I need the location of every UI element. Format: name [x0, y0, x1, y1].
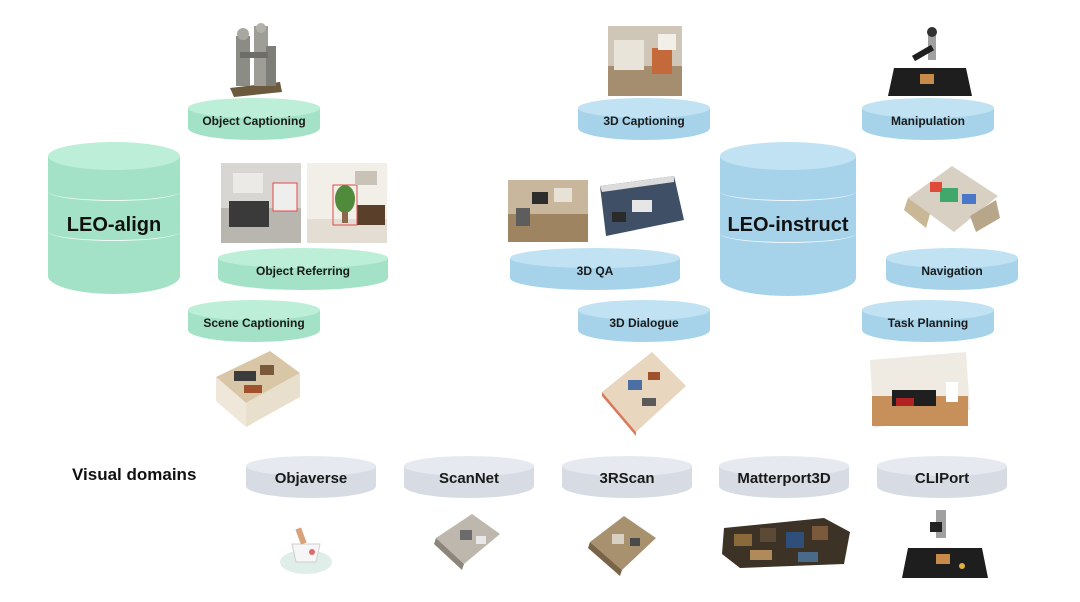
task-planning-room-image [870, 352, 970, 428]
room-plant-photo [307, 163, 387, 243]
matterport3d-house-image [722, 518, 850, 568]
navigation-house-map-image [904, 166, 1000, 232]
task-manipulation: Manipulation [862, 98, 994, 140]
robot-arm-manipulation-image [888, 27, 972, 96]
task-object-captioning: Object Captioning [188, 98, 320, 140]
task-task-planning: Task Planning [862, 300, 994, 342]
domain-scannet: ScanNet [404, 456, 534, 498]
task-label: Task Planning [887, 316, 969, 330]
domain-matterport3d: Matterport3D [719, 456, 849, 498]
task-label: Manipulation [891, 114, 965, 128]
domain-label: ScanNet [438, 470, 500, 487]
scannet-scene-image [434, 514, 500, 570]
task-label: 3D Dialogue [609, 316, 679, 330]
domain-label: Matterport3D [737, 470, 831, 487]
task-label: Scene Captioning [203, 316, 305, 330]
domain-3rscan: 3RScan [562, 456, 692, 498]
task-3d-captioning: 3D Captioning [578, 98, 710, 140]
task-object-referring: Object Referring [218, 248, 388, 290]
domain-label: 3RScan [599, 470, 655, 487]
domain-label: Objaverse [274, 470, 348, 487]
task-navigation: Navigation [886, 248, 1018, 290]
task-label: 3D Captioning [603, 114, 685, 128]
3d-captioning-scene-image [608, 26, 682, 96]
objaverse-object-image [280, 527, 332, 574]
task-label: Object Referring [255, 264, 351, 278]
leo-align-label: LEO-align [66, 214, 162, 236]
cliport-robot-image [902, 510, 988, 578]
statue-object-image [230, 23, 282, 97]
task-label: 3D QA [576, 264, 614, 278]
3d-qa-room-image [600, 176, 684, 236]
leo-instruct-cylinder: LEO-instruct [720, 142, 856, 296]
3rscan-scene-image [588, 516, 656, 576]
leo-instruct-label: LEO-instruct [727, 214, 849, 236]
domain-label: CLIPort [914, 470, 970, 487]
task-label: Navigation [921, 264, 983, 278]
visual-domains-title: Visual domains [72, 465, 197, 484]
task-scene-captioning: Scene Captioning [188, 300, 320, 342]
scene-room-image [216, 351, 300, 427]
kitchen-photo [221, 163, 301, 243]
leo-align-cylinder: LEO-align [48, 142, 180, 294]
3d-dialogue-room-image [602, 352, 686, 436]
task-3d-qa: 3D QA [510, 248, 680, 290]
domain-objaverse: Objaverse [246, 456, 376, 498]
3d-qa-office-image [508, 180, 588, 242]
domain-cliport: CLIPort [877, 456, 1007, 498]
task-label: Object Captioning [202, 114, 306, 128]
task-3d-dialogue: 3D Dialogue [578, 300, 710, 342]
